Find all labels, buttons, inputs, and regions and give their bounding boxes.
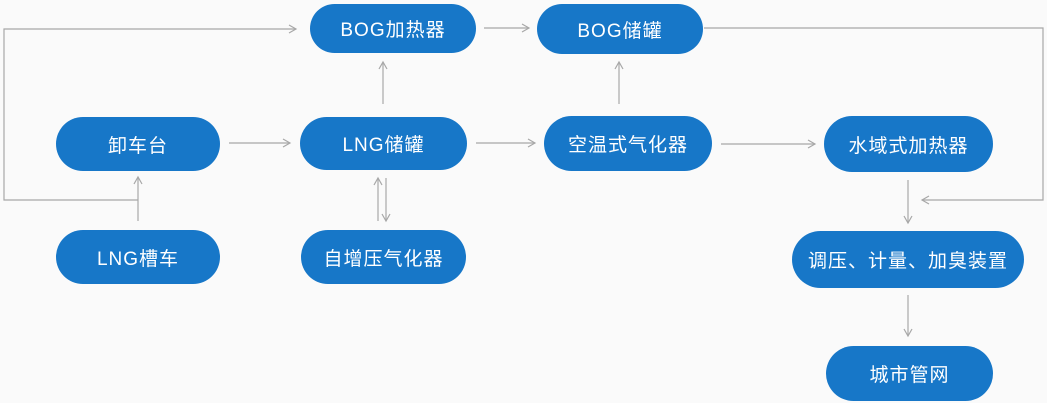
- node-city-pipeline: 城市管网: [826, 346, 993, 401]
- edge-bog-tank-right-loop: [704, 27, 1044, 205]
- node-bog-heater: BOG加热器: [310, 4, 476, 53]
- node-bog-tank: BOG储罐: [537, 4, 703, 54]
- node-regulating-metering-odorizing: 调压、计量、加臭装置: [792, 231, 1024, 288]
- node-ambient-vaporizer: 空温式气化器: [544, 116, 712, 171]
- node-self-pressurizing-vaporizer: 自增压气化器: [301, 230, 466, 284]
- node-unloading-platform: 卸车台: [56, 117, 220, 171]
- node-water-bath-heater: 水域式加热器: [824, 116, 993, 172]
- node-lng-tank: LNG储罐: [300, 117, 467, 170]
- node-lng-tanker: LNG槽车: [56, 230, 220, 284]
- edge-tanker-to-bog-heater-loop: [3, 24, 298, 201]
